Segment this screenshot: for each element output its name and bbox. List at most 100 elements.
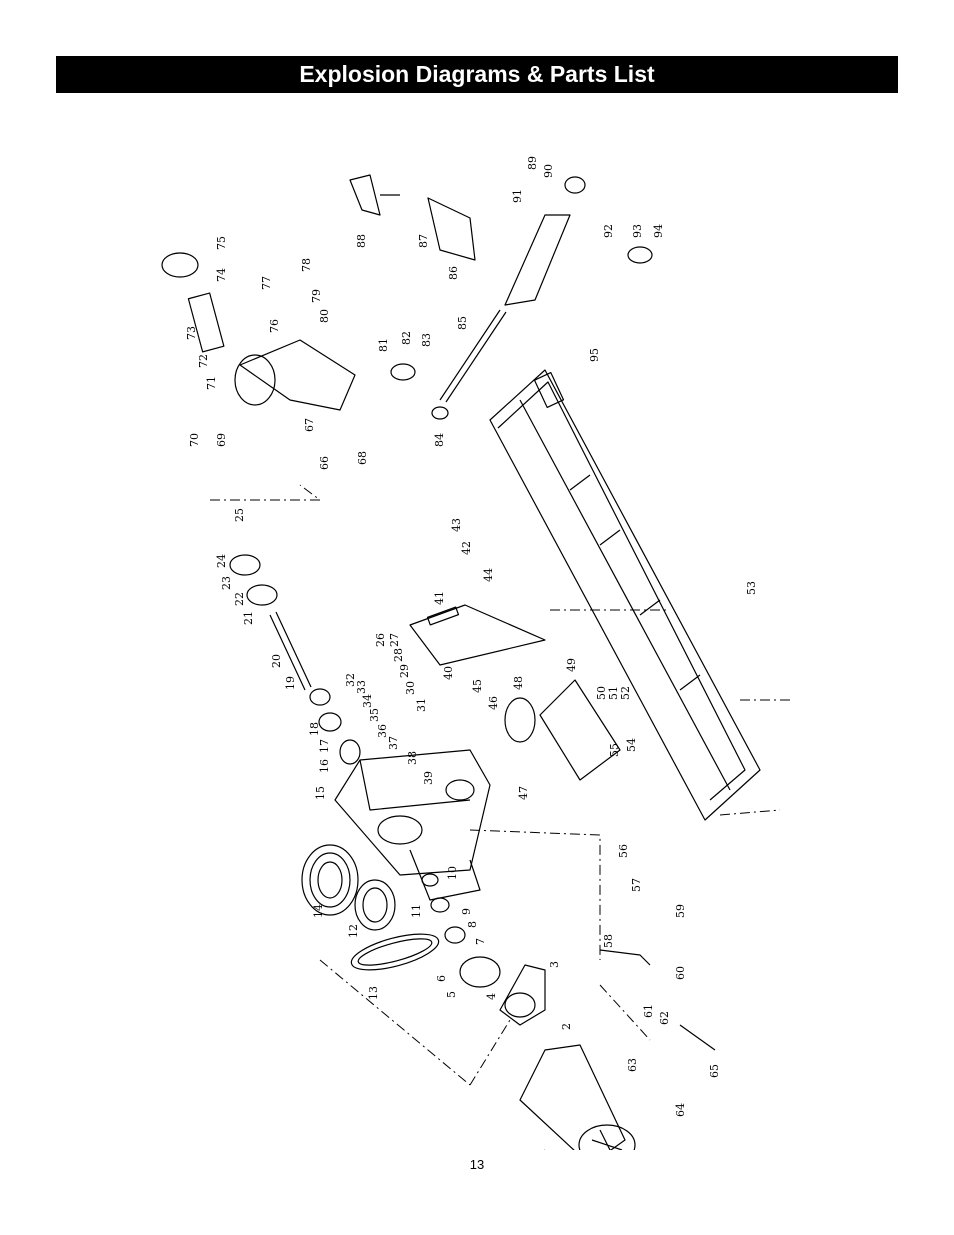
part-label: 53 — [745, 581, 758, 595]
part-label: 51 — [607, 686, 620, 700]
tailstock-drawing — [161, 252, 356, 411]
part-label: 24 — [215, 554, 228, 568]
part-label: 52 — [619, 686, 632, 700]
bed-rail-drawing — [489, 369, 761, 821]
part-label: 62 — [658, 1011, 671, 1025]
part-label: 56 — [617, 844, 630, 858]
ring-drawing — [504, 697, 536, 743]
part-label: 29 — [398, 664, 411, 678]
part-label: 16 — [318, 759, 331, 773]
part-label: 83 — [420, 333, 433, 347]
part-label: 10 — [446, 866, 459, 880]
part-label: 40 — [442, 666, 455, 680]
part-label: 27 — [388, 633, 401, 647]
part-label: 33 — [355, 680, 368, 694]
part-label: 79 — [310, 289, 323, 303]
part-label: 58 — [602, 934, 615, 948]
part-label: 22 — [233, 592, 246, 606]
part-label: 23 — [220, 576, 233, 590]
part-label: 81 — [377, 338, 390, 352]
part-label: 18 — [308, 722, 321, 736]
part-label: 76 — [268, 319, 281, 333]
part-label: 91 — [511, 189, 524, 203]
part-label: 41 — [433, 591, 446, 605]
part-label: 61 — [642, 1004, 655, 1018]
part-label: 32 — [344, 673, 357, 687]
part-label: 82 — [400, 331, 413, 345]
part-label: 87 — [417, 234, 430, 248]
part-label: 1 — [535, 1148, 548, 1150]
part-label: 8 — [466, 921, 479, 928]
part-label: 38 — [406, 751, 419, 765]
part-label: 90 — [542, 164, 555, 178]
part-label: 26 — [374, 633, 387, 647]
part-label: 63 — [626, 1058, 639, 1072]
part-label: 7 — [474, 938, 487, 945]
part-label: 34 — [361, 694, 374, 708]
part-label: 75 — [215, 236, 228, 250]
part-label: 39 — [422, 771, 435, 785]
headstock-drawing — [334, 749, 491, 901]
part-label: 46 — [487, 696, 500, 710]
levers-drawing — [390, 176, 716, 1051]
part-label: 67 — [303, 418, 316, 432]
part-label: 35 — [368, 708, 381, 722]
part-label: 17 — [318, 739, 331, 753]
part-label: 54 — [625, 738, 638, 752]
part-label: 37 — [387, 736, 400, 750]
part-label: 66 — [318, 456, 331, 470]
part-label: 94 — [652, 224, 665, 238]
part-label: 70 — [188, 433, 201, 447]
part-label: 78 — [300, 258, 313, 272]
part-label: 73 — [185, 326, 198, 340]
part-labels: 1 2 3 4 5 6 7 8 9 10 11 12 13 14 15 16 1… — [185, 156, 758, 1150]
part-label: 65 — [708, 1064, 721, 1078]
part-label: 6 — [435, 975, 448, 982]
part-label: 36 — [376, 724, 389, 738]
part-label: 45 — [471, 679, 484, 693]
part-label: 71 — [205, 376, 218, 390]
part-label: 9 — [460, 908, 473, 915]
part-label: 44 — [482, 568, 495, 582]
part-label: 80 — [318, 309, 331, 323]
part-label: 3 — [548, 961, 561, 968]
belt-drawing — [350, 933, 440, 971]
part-label: 84 — [433, 433, 446, 447]
part-label: 57 — [630, 878, 643, 892]
explosion-diagram: 1 2 3 4 5 6 7 8 9 10 11 12 13 14 15 16 1… — [161, 156, 790, 1150]
part-label: 50 — [595, 686, 608, 700]
part-label: 68 — [356, 451, 369, 465]
part-label: 4 — [485, 993, 498, 1000]
part-label: 28 — [392, 648, 405, 662]
part-label: 48 — [512, 676, 525, 690]
part-label: 14 — [312, 904, 325, 918]
part-label: 5 — [445, 991, 458, 998]
part-label: 69 — [215, 433, 228, 447]
part-label: 92 — [602, 224, 615, 238]
part-label: 13 — [367, 986, 380, 1000]
part-label: 95 — [588, 348, 601, 362]
part-label: 43 — [450, 518, 463, 532]
part-label: 64 — [674, 1103, 687, 1117]
part-label: 11 — [410, 904, 423, 918]
part-label: 20 — [270, 654, 283, 668]
part-label: 19 — [284, 676, 297, 690]
part-label: 15 — [314, 786, 327, 800]
part-label: 25 — [233, 508, 246, 522]
part-label: 89 — [526, 156, 539, 170]
part-label: 86 — [447, 266, 460, 280]
part-label: 93 — [631, 224, 644, 238]
part-label: 74 — [215, 268, 228, 282]
plate-drawing — [539, 679, 621, 781]
part-label: 21 — [242, 611, 255, 625]
part-label: 47 — [517, 786, 530, 800]
tool-rest-drawing — [349, 174, 571, 420]
title-bar: Explosion Diagrams & Parts List — [56, 56, 898, 93]
part-label: 30 — [404, 681, 417, 695]
banjo-drawing — [409, 604, 546, 666]
part-label: 42 — [460, 541, 473, 555]
pulleys-drawing — [301, 844, 396, 931]
part-label: 85 — [456, 316, 469, 330]
part-label: 59 — [674, 904, 687, 918]
page-title: Explosion Diagrams & Parts List — [299, 61, 655, 87]
